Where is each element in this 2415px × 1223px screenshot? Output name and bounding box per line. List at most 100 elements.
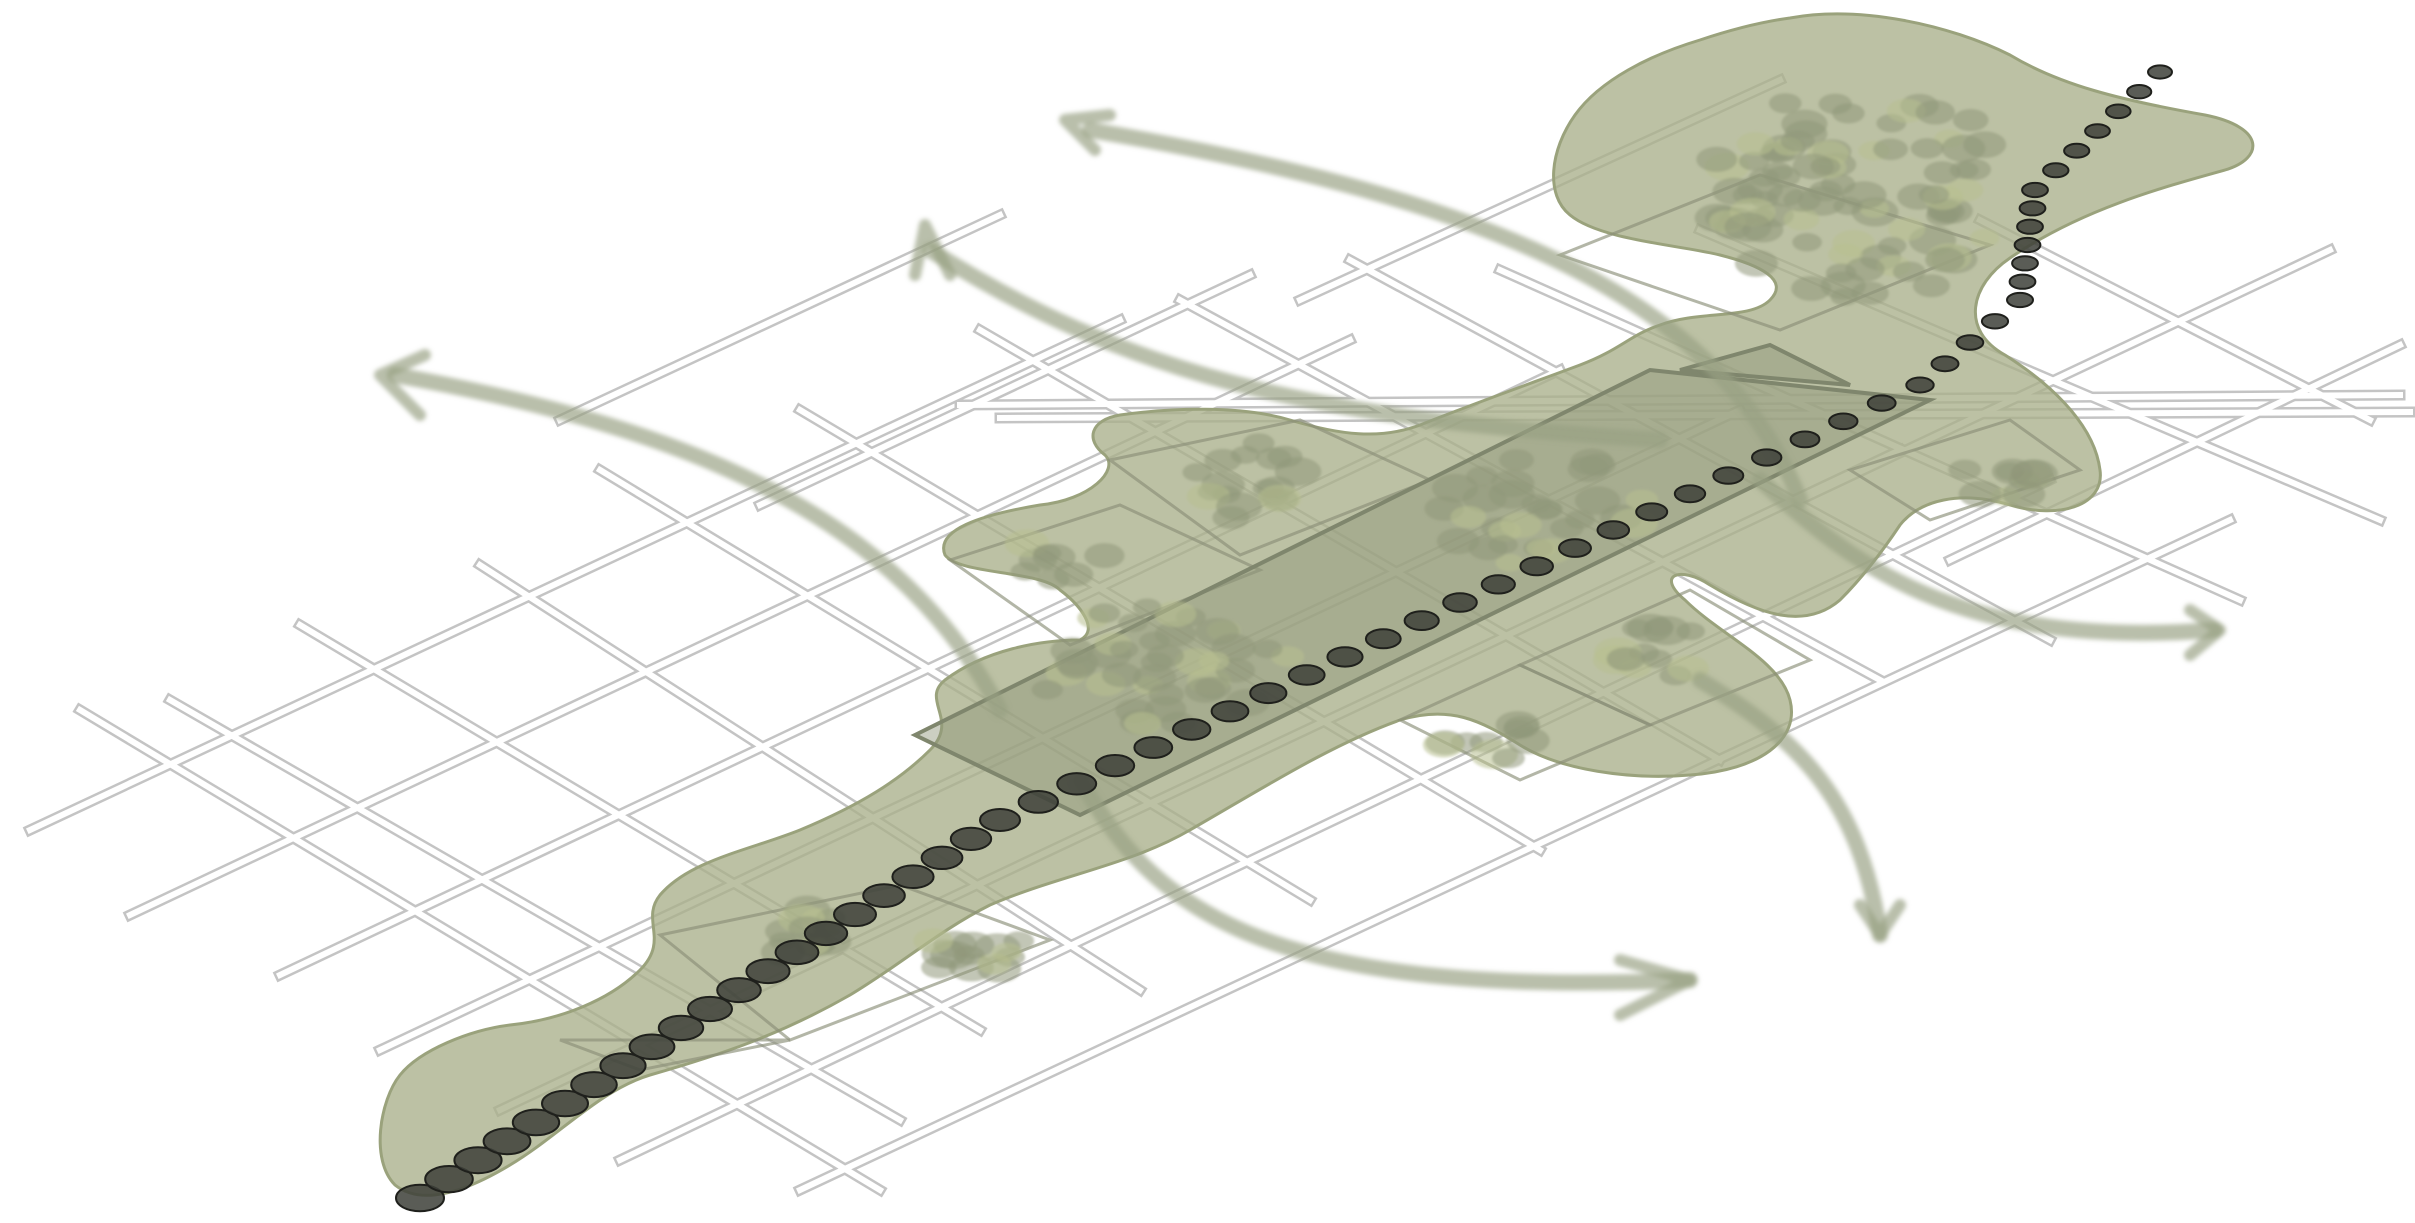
street-a-8	[756, 271, 1254, 509]
transit-stop-36	[1596, 520, 1631, 540]
arrow-0-shaft	[1082, 122, 1808, 508]
tree-91	[1182, 463, 1213, 482]
tree-80	[1736, 132, 1775, 156]
transit-stop-50	[2011, 255, 2039, 272]
tree-165	[1088, 603, 1121, 623]
tree-169	[1154, 601, 1197, 627]
tree-85	[1915, 100, 1956, 125]
tree-77	[1886, 98, 1926, 123]
transit-stop-1	[424, 1165, 474, 1194]
tree-185	[1124, 711, 1161, 735]
transit-stop-10	[687, 995, 733, 1023]
transit-line-stops	[395, 64, 2173, 1213]
tree-62	[1832, 103, 1865, 124]
transit-stop-35	[1558, 538, 1592, 558]
transit-stop-43	[1866, 394, 1897, 412]
tree-73	[1734, 250, 1778, 277]
transit-stop-59	[2126, 84, 2153, 100]
tree-208	[1506, 727, 1550, 754]
tree-112	[1036, 569, 1070, 590]
tree-172	[1118, 613, 1149, 633]
transit-stop-56	[2063, 142, 2091, 159]
transit-stop-44	[1905, 376, 1935, 394]
tree-198	[1643, 615, 1691, 646]
transit-stop-15	[833, 901, 877, 928]
transit-stop-19	[949, 826, 993, 852]
tree-111	[1084, 543, 1125, 569]
transit-stop-48	[2006, 291, 2034, 309]
tree-83	[1724, 212, 1772, 242]
tree-241	[913, 928, 954, 953]
transit-stop-33	[1480, 574, 1516, 595]
tree-84	[1841, 181, 1887, 210]
transit-stop-32	[1442, 592, 1478, 613]
transit-stop-7	[599, 1052, 647, 1080]
tree-168	[1184, 677, 1226, 703]
tree-136	[1565, 510, 1595, 529]
transit-stop-22	[1056, 772, 1098, 796]
tree-161	[1031, 680, 1064, 700]
transit-stop-25	[1172, 718, 1212, 741]
tree-69	[1956, 158, 1991, 181]
transit-stop-23	[1094, 754, 1136, 778]
street-b-3	[475, 560, 1145, 995]
transit-stop-57	[2084, 123, 2111, 139]
tree-106	[1216, 492, 1263, 521]
tree-75	[1910, 138, 1944, 159]
tree-120	[1574, 486, 1621, 515]
arrow-5-head	[1614, 954, 1696, 1021]
transit-stop-39	[1712, 466, 1745, 485]
tree-140	[1526, 539, 1556, 558]
tree-52	[1892, 261, 1926, 282]
tree-clusters	[760, 93, 2058, 983]
arrow-0-head	[1059, 109, 1116, 156]
transit-stop-0	[395, 1183, 445, 1213]
tree-79	[1845, 257, 1885, 282]
tree-63	[1952, 109, 1989, 132]
transit-stop-38	[1673, 484, 1707, 504]
block-outline-1	[946, 503, 1264, 647]
street-a-6	[796, 516, 2234, 1194]
street-b-0	[75, 705, 885, 1195]
transit-stop-52	[2016, 218, 2044, 235]
block-outline-7	[1846, 418, 2084, 522]
transit-stop-55	[2042, 162, 2070, 179]
tree-142	[1499, 449, 1534, 471]
transit-stop-47	[1980, 313, 2010, 330]
tree-178	[1146, 644, 1185, 668]
tree-138	[1579, 453, 1616, 476]
transit-stop-9	[657, 1014, 705, 1042]
transit-stop-37	[1635, 502, 1669, 522]
tree-183	[1148, 683, 1184, 706]
transit-stop-53	[2018, 200, 2047, 217]
tree-209	[1492, 748, 1525, 769]
plaza-triangle	[1679, 342, 1851, 387]
transit-stop-28	[1287, 664, 1326, 686]
transit-stop-13	[774, 939, 820, 966]
transit-stop-42	[1828, 412, 1859, 431]
tree-214	[1948, 459, 1982, 480]
transit-stop-41	[1789, 430, 1821, 449]
tree-143	[1432, 473, 1479, 503]
transit-stop-3	[482, 1127, 532, 1156]
arrow-1-head	[909, 219, 956, 281]
transit-stop-54	[2021, 181, 2049, 199]
transit-stop-4	[511, 1108, 561, 1137]
transit-stop-34	[1519, 556, 1554, 577]
tree-132	[1450, 506, 1487, 528]
arrow-1-shaft	[922, 242, 1668, 448]
tree-87	[1780, 130, 1815, 152]
transit-stop-40	[1751, 448, 1783, 467]
tree-207	[1422, 732, 1464, 758]
transit-stop-46	[1955, 334, 1985, 351]
transit-stop-21	[1017, 790, 1060, 814]
street-b-1	[165, 695, 905, 1125]
street-b-11	[1975, 215, 2375, 425]
tree-88	[1792, 153, 1834, 180]
tree-78	[1783, 188, 1822, 212]
transit-stop-17	[891, 864, 935, 890]
arrow-4-head	[1854, 899, 1906, 941]
tree-184	[1109, 640, 1139, 659]
tree-139	[1488, 480, 1535, 509]
